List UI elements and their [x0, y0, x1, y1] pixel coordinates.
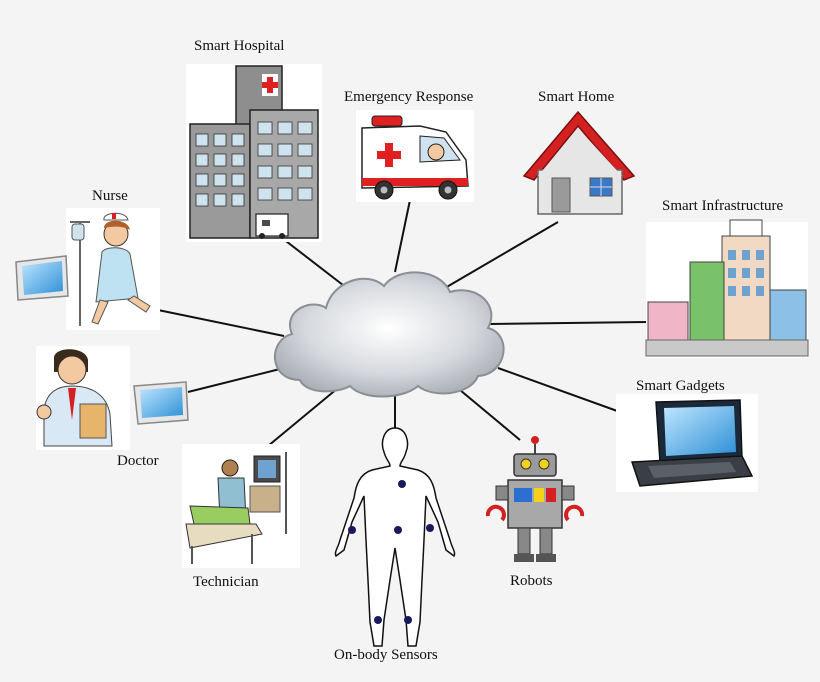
label-emergency-response: Emergency Response: [344, 89, 474, 105]
line-doctor: [187, 367, 285, 393]
house-icon: [522, 110, 636, 215]
line-smart-infrastructure: [489, 321, 649, 325]
technician-icon: [182, 444, 300, 568]
line-nurse: [157, 309, 285, 337]
doctor-monitor-icon: [133, 381, 189, 425]
label-nurse: Nurse: [92, 188, 128, 204]
label-technician: Technician: [193, 574, 259, 590]
human-body-icon: [334, 427, 456, 647]
line-smart-gadgets: [497, 367, 621, 413]
line-technician: [267, 387, 339, 447]
label-smart-home: Smart Home: [538, 89, 615, 105]
city-buildings-icon: [645, 219, 809, 358]
line-smart-hospital: [281, 237, 353, 293]
hospital-icon: [186, 64, 322, 242]
line-emergency-response: [394, 199, 411, 273]
nurse-monitor-icon: [15, 255, 69, 301]
label-robots: Robots: [510, 573, 553, 589]
label-doctor: Doctor: [117, 453, 159, 469]
ambulance-icon: [356, 110, 474, 202]
label-on-body-sensors: On-body Sensors: [334, 647, 438, 663]
line-smart-home: [444, 221, 559, 289]
nurse-icon: [66, 208, 160, 330]
connector-lines: [157, 199, 649, 447]
label-smart-hospital: Smart Hospital: [194, 38, 285, 54]
label-smart-infrastructure: Smart Infrastructure: [662, 198, 784, 214]
label-smart-gadgets: Smart Gadgets: [636, 378, 725, 394]
laptop-icon: [616, 394, 758, 492]
robot-icon: [485, 436, 585, 562]
cloud-icon: [274, 271, 505, 398]
doctor-icon: [36, 346, 130, 450]
line-robots: [459, 389, 521, 441]
